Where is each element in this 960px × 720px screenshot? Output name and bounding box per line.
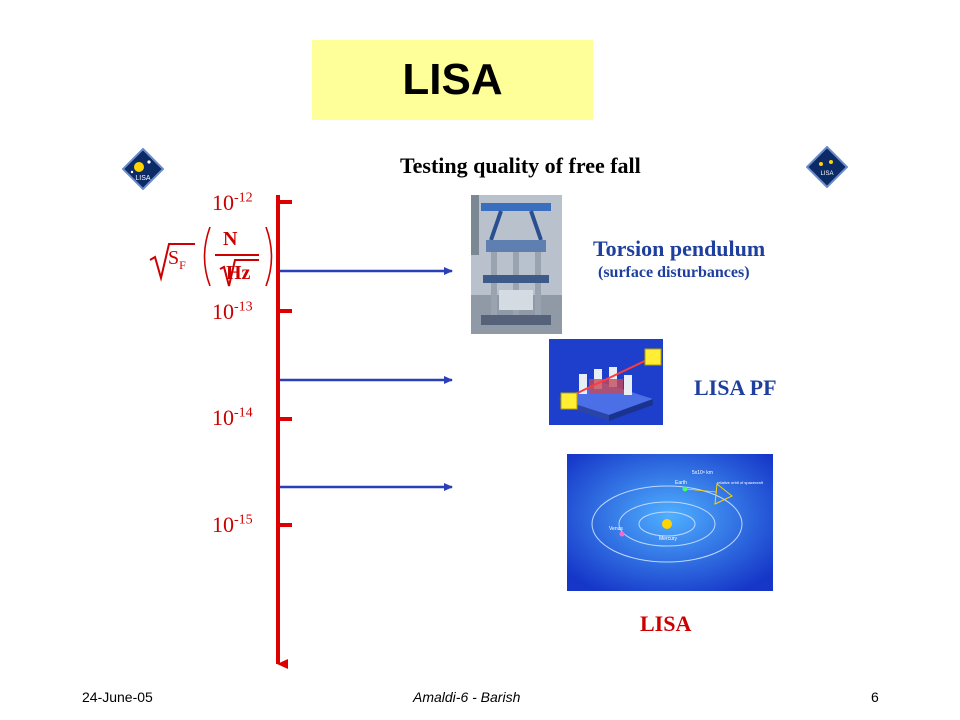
lisa-pf-label: LISA PF [694, 375, 777, 400]
lisa-pf-illustration [549, 339, 663, 425]
orbit-label-venus: Venus [609, 526, 623, 532]
lisa-logo-right: LISA [806, 146, 848, 188]
lisa-logo-left: LISA [122, 148, 164, 190]
formula-graphic [149, 226, 273, 287]
logo-text-right: LISA [820, 171, 833, 177]
logo-text-left: LISA [135, 175, 151, 182]
tick-label-1: 10-12 [212, 190, 253, 215]
orbit-label-relative: relative orbit of spacecraft [717, 480, 764, 485]
lisa-label: LISA [640, 611, 692, 636]
tick-label-2: 10-13 [212, 299, 253, 324]
torsion-pendulum-photo [471, 195, 562, 334]
torsion-label: Torsion pendulum [593, 236, 766, 261]
slide-heading: Testing quality of free fall [400, 153, 641, 178]
footer-center: Amaldi-6 - Barish [413, 689, 521, 705]
title-box: LISA [312, 40, 593, 120]
footer-page-number: 6 [871, 689, 879, 705]
lisa-orbit-illustration: Earth Venus Mercury 5x10⁶ km relative or… [567, 454, 773, 591]
formula-symbol: SF [168, 247, 186, 272]
formula-denominator: Hz [226, 262, 251, 284]
tick-label-3: 10-14 [212, 405, 253, 430]
orbit-label-distance: 5x10⁶ km [692, 470, 713, 476]
torsion-sublabel: (surface disturbances) [598, 264, 750, 281]
orbit-label-mercury: Mercury [659, 536, 678, 542]
footer-date: 24-June-05 [82, 689, 153, 705]
tick-label-4: 10-15 [212, 512, 253, 537]
orbit-label-earth: Earth [675, 480, 687, 486]
slide-title: LISA [402, 55, 503, 104]
formula-numerator: N [223, 228, 238, 250]
